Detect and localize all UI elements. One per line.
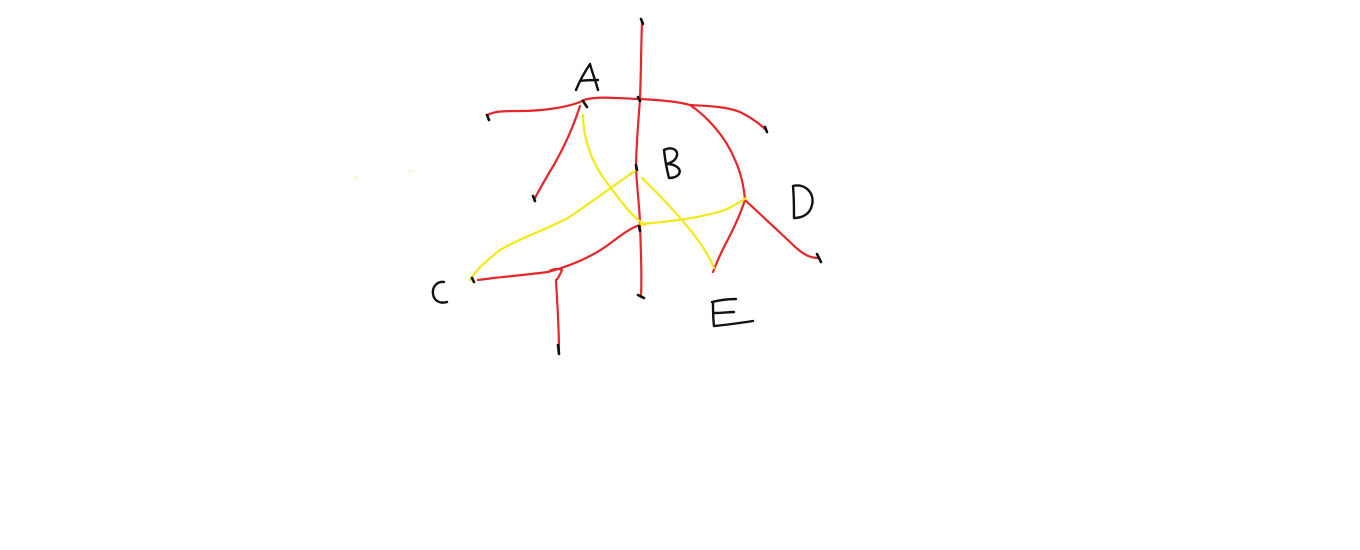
red-edges [476, 20, 820, 354]
yellow-edge-center-d [638, 196, 748, 226]
node-label-a [574, 62, 600, 92]
red-edge-down-left [532, 104, 582, 202]
endpoint-dot [556, 343, 561, 356]
yellow-edges [468, 113, 748, 282]
endpoint-dot [636, 95, 642, 103]
red-edge-drop [546, 267, 564, 354]
red-edge-vertical [634, 20, 644, 299]
red-edge-top-right [688, 103, 768, 132]
node-label-d [791, 184, 814, 220]
endpoint-dot [639, 17, 645, 26]
red-edge-top-arc [578, 96, 747, 274]
endpoint-dot [470, 276, 476, 284]
endpoint-dot [637, 224, 642, 233]
endpoint-dot [634, 163, 639, 172]
stray-speck [408, 169, 412, 173]
endpoint-dot [763, 125, 769, 134]
endpoint-dot [485, 113, 491, 122]
endpoint-dots [470, 17, 823, 356]
node-label-e [710, 297, 755, 328]
red-edge-lower [476, 223, 642, 282]
red-edge-left [486, 100, 582, 117]
red-edge-right [743, 198, 820, 260]
endpoint-dot [636, 293, 646, 300]
endpoint-dot [581, 99, 589, 109]
yellow-edge-b-c [468, 168, 638, 282]
endpoint-dot [531, 194, 537, 203]
node-label-c [431, 280, 449, 304]
yellow-edge-a-e [581, 113, 647, 227]
yellow-edge-b-e [640, 176, 716, 270]
endpoint-dot [815, 252, 823, 264]
node-label-b [662, 147, 681, 180]
stray-speck [354, 176, 358, 180]
